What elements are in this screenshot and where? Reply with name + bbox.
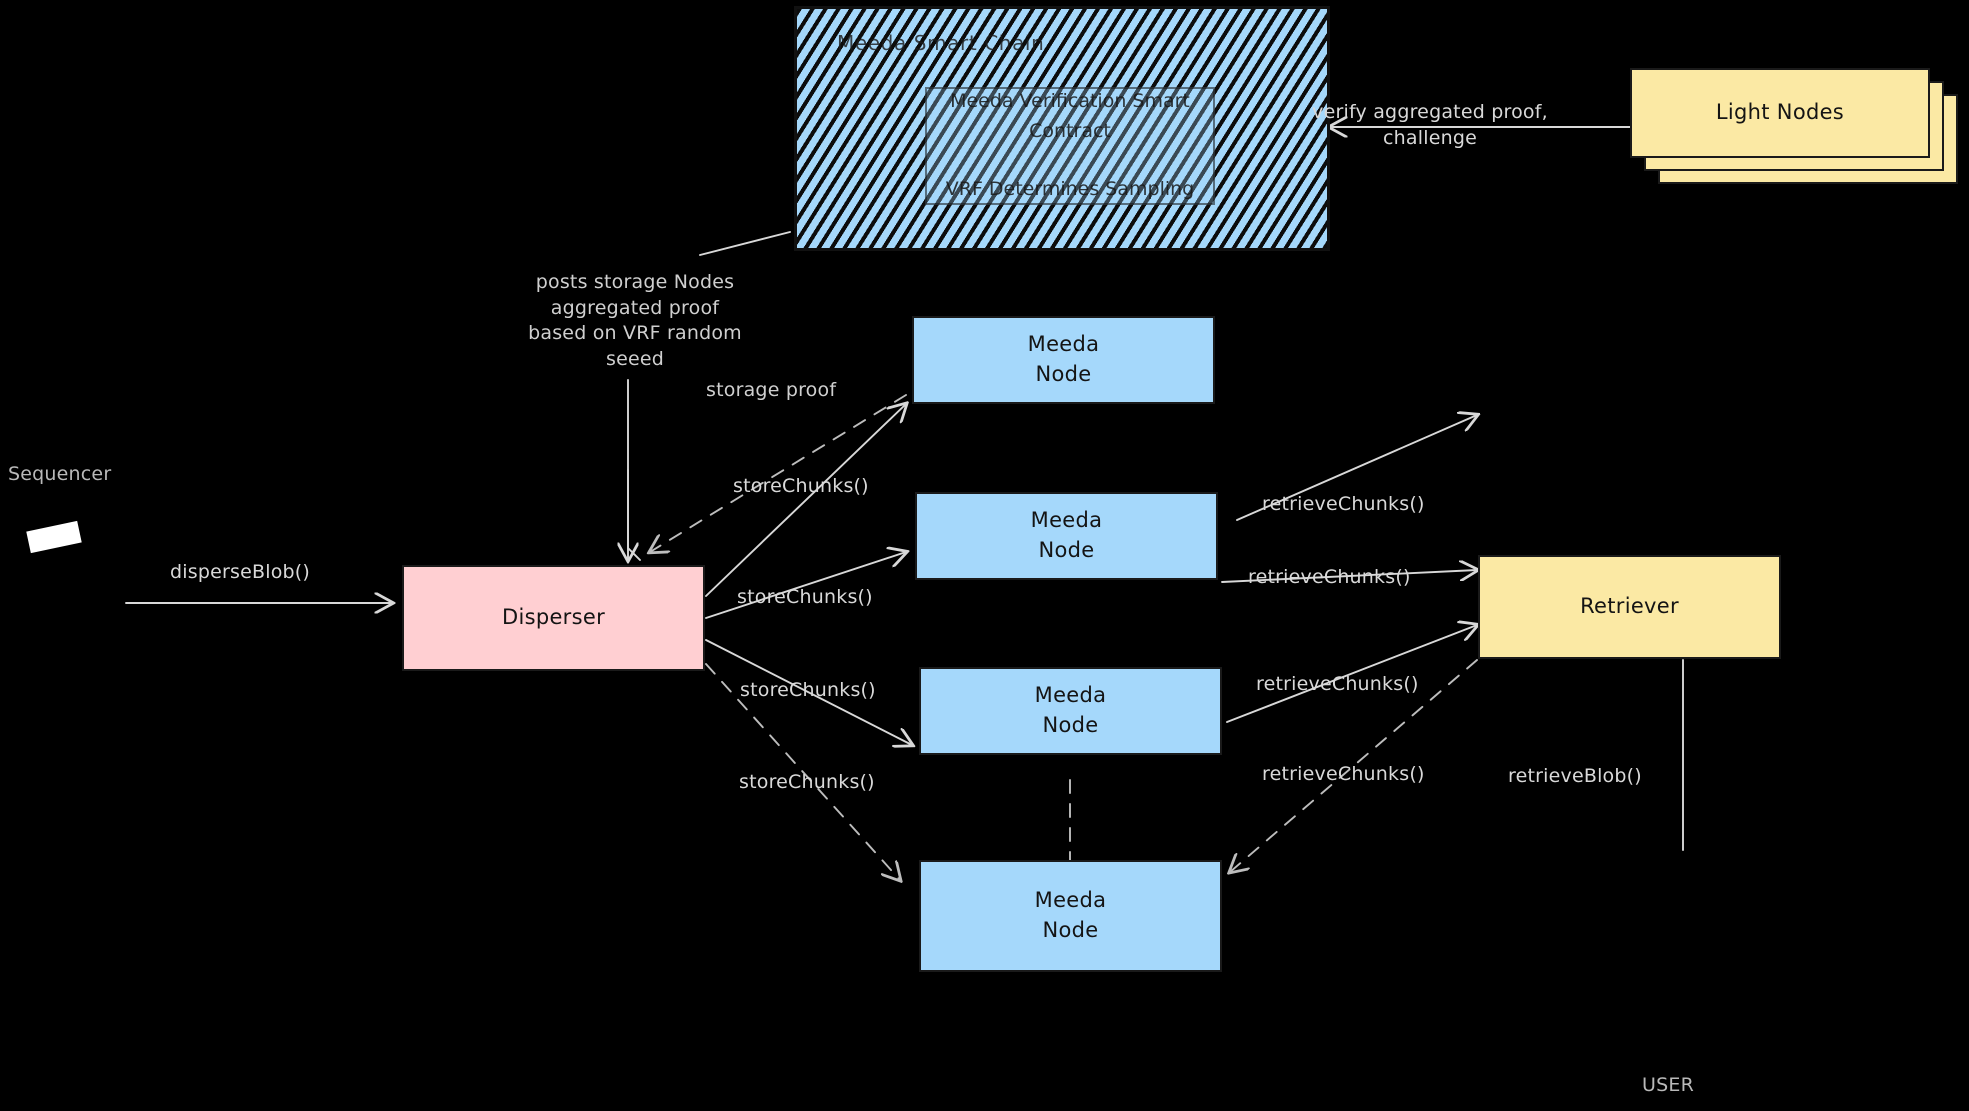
- light-nodes-stack[interactable]: Light Nodes: [1630, 68, 1960, 188]
- edge-label-store-chunks-3: storeChunks(): [740, 679, 876, 701]
- verification-contract-text: Meeda Verification Smart Contract VRF De…: [945, 90, 1195, 201]
- user-label: USER: [1642, 1074, 1694, 1096]
- edge-label-retrieve-chunks-2: retrieveChunks(): [1248, 566, 1411, 588]
- edge-label-store-chunks-1: storeChunks(): [733, 475, 869, 497]
- edge-label-retrieve-chunks-1: retrieveChunks(): [1262, 493, 1425, 515]
- meeda-node-4[interactable]: Meeda Node: [919, 860, 1222, 972]
- edge-label-retrieve-blob: retrieveBlob(): [1508, 765, 1642, 787]
- verification-contract-box: Meeda Verification Smart Contract VRF De…: [925, 87, 1215, 205]
- edge-label-store-chunks-2: storeChunks(): [737, 586, 873, 608]
- chain-title: Meeda Smart Chain: [837, 31, 1045, 55]
- meeda-node-3[interactable]: Meeda Node: [919, 667, 1222, 755]
- edge-disperser-node1: [705, 404, 906, 597]
- disperser-box[interactable]: Disperser: [402, 565, 705, 671]
- edge-label-storage-proof: storage proof: [706, 379, 837, 401]
- retriever-box[interactable]: Retriever: [1478, 555, 1781, 659]
- edge-label-retrieve-chunks-4: retrieveChunks(): [1262, 763, 1425, 785]
- meeda-node-1[interactable]: Meeda Node: [912, 316, 1215, 404]
- meeda-node-2[interactable]: Meeda Node: [915, 492, 1218, 580]
- edge-label-disperse-blob: disperseBlob(): [170, 561, 311, 583]
- edge-label-verify-aggregated: verify aggregated proof, challenge: [1312, 101, 1548, 149]
- edge-label-posts-proof: posts storage Nodes aggregated proof bas…: [528, 271, 742, 370]
- edge-label-retrieve-chunks-3: retrieveChunks(): [1256, 673, 1419, 695]
- sequencer-glyph: [26, 520, 82, 554]
- edge-chain-leader: [699, 231, 791, 256]
- edge-chain-disperser-stem: [627, 379, 641, 561]
- edge-label-store-chunks-4: storeChunks(): [739, 771, 875, 793]
- meeda-smart-chain-box: Meeda Smart Chain Meeda Verification Sma…: [794, 6, 1330, 251]
- light-nodes-box[interactable]: Light Nodes: [1630, 68, 1930, 158]
- sequencer-label: Sequencer: [8, 463, 112, 485]
